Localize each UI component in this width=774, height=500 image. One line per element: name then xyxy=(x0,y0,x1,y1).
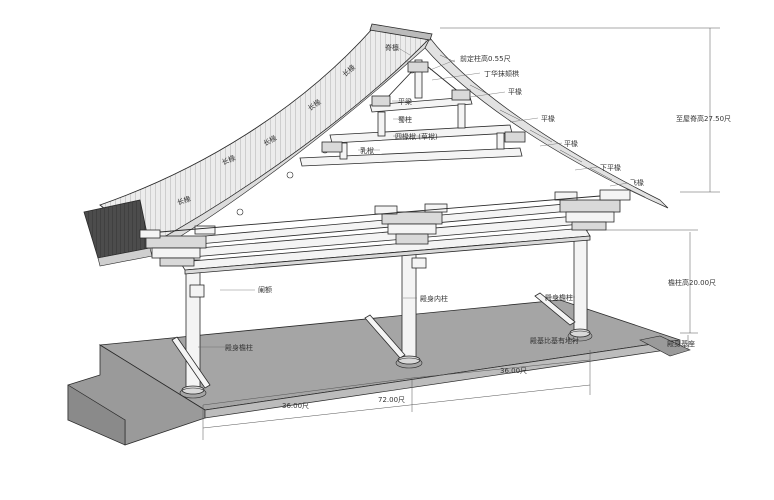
dim-column-height: 檐柱高20.00尺 xyxy=(668,278,716,287)
truss xyxy=(299,59,526,167)
label-ping-chuan-1: 平椽 xyxy=(508,87,522,96)
bracket-middle xyxy=(374,203,448,245)
label-ridge-purlin: 脊檩 xyxy=(385,43,399,52)
dim-span-right: 36.00尺 xyxy=(500,367,527,375)
dimension-lines xyxy=(202,27,720,440)
label-lan-e: 阑额 xyxy=(258,285,272,294)
dim-platform-height: 殿身基座 xyxy=(667,339,695,348)
label-chang-chuan-5: 长椽 xyxy=(176,194,192,207)
dim-span-total: 72.00尺 xyxy=(378,396,405,404)
label-ping-liang: 平梁 xyxy=(398,97,412,106)
ping-liang-beam xyxy=(369,96,473,113)
ground-ties xyxy=(171,292,576,389)
label-ding-hua: 丁华抹颏栱 xyxy=(484,69,519,78)
ru-fu-beam xyxy=(299,147,523,167)
dimension-labels: 至屋脊高27.50尺 檐柱高20.00尺 殿身基座 36.00尺 72.00尺 … xyxy=(282,114,731,410)
label-eave-column-right: 殿身檐柱 xyxy=(545,293,573,302)
label-inner-column: 殿身内柱 xyxy=(420,294,448,303)
label-pedestal-note: 殿基比基有地衬 xyxy=(530,336,579,345)
platform xyxy=(67,299,691,446)
bracket-right xyxy=(554,189,631,231)
dim-total-height: 至屋脊高27.50尺 xyxy=(676,114,731,123)
dim-span-left: 36.00尺 xyxy=(282,402,309,410)
label-shu-zhu: 蜀柱 xyxy=(398,115,412,124)
label-ru-fu: 乳栿 xyxy=(360,146,374,155)
label-fei-chuan: 飞椽 xyxy=(630,178,644,187)
label-si-chuan-fu: 四椽栿 (草栿) xyxy=(395,132,438,141)
bracket-sets xyxy=(139,189,631,267)
label-ping-chuan-2: 平椽 xyxy=(541,114,555,123)
leader-lines xyxy=(198,45,629,348)
label-ping-chuan-3: 平椽 xyxy=(564,139,578,148)
label-xia-ping-chuan: 下平椽 xyxy=(600,163,621,172)
label-queen-post-height: 前定柱高0.55尺 xyxy=(460,54,511,63)
column-right xyxy=(573,229,588,336)
bracket-left xyxy=(139,225,216,267)
label-eave-column-left: 殿身檐柱 xyxy=(225,343,253,352)
